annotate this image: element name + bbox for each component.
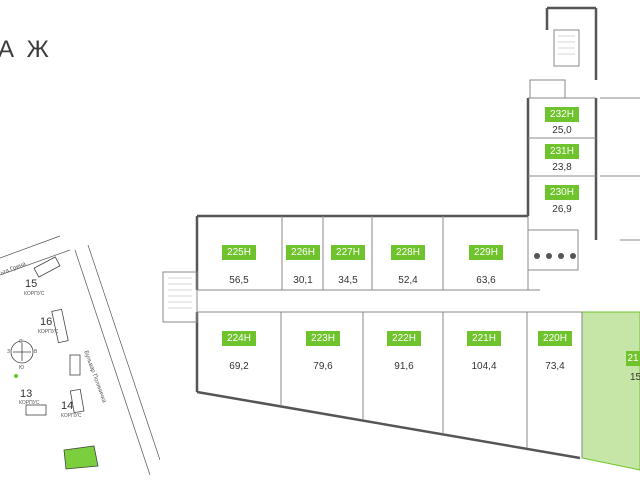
unit-area-227H: 34,5: [338, 275, 358, 286]
unit-area-231H: 23,8: [552, 162, 572, 173]
unit-badge-221H[interactable]: 221H: [467, 331, 501, 346]
building-14-highlight: [63, 445, 99, 470]
building-13-number: 13: [20, 388, 33, 400]
unit-area-220H: 73,4: [545, 361, 565, 372]
building-16-label: КОРПУС: [38, 329, 59, 335]
unit-badge-partial[interactable]: 21: [626, 351, 640, 366]
unit-badge-229H[interactable]: 229H: [469, 245, 503, 260]
unit-area-229H: 63,6: [476, 275, 496, 286]
unit-badge-222H[interactable]: 222H: [387, 331, 421, 346]
unit-area-232H: 25,0: [552, 125, 572, 136]
site-map: [0, 235, 160, 476]
compass-north: С: [19, 339, 23, 345]
floor-title: А Ж: [0, 36, 52, 63]
unit-badge-228H[interactable]: 228H: [391, 245, 425, 260]
unit-area-222H: 91,6: [394, 361, 414, 372]
unit-area-228H: 52,4: [398, 275, 418, 286]
unit-area-221H: 104,4: [471, 361, 497, 372]
unit-badge-227H[interactable]: 227H: [331, 245, 365, 260]
building-13-label: КОРПУС: [19, 400, 40, 406]
building-14-label: КОРПУС: [61, 413, 82, 419]
unit-area-226H: 30,1: [293, 275, 313, 286]
unit-badge-230H[interactable]: 230H: [545, 185, 579, 200]
compass-south: Ю: [19, 365, 25, 371]
building-14-number: 14: [61, 400, 74, 412]
unit-badge-220H[interactable]: 220H: [538, 331, 572, 346]
compass-east: В: [34, 349, 38, 355]
unit-badge-232H[interactable]: 232H: [545, 107, 579, 122]
unit-area-230H: 26,9: [552, 204, 572, 215]
compass-icon: [10, 340, 34, 364]
building-16-number: 16: [40, 316, 53, 328]
building-15-number: 15: [25, 278, 38, 290]
unit-partial-highlight: [581, 311, 640, 471]
unit-badge-226H[interactable]: 226H: [286, 245, 320, 260]
unit-area-224H: 69,2: [229, 361, 249, 372]
unit-badge-225H[interactable]: 225H: [222, 245, 256, 260]
unit-badge-224H[interactable]: 224H: [222, 331, 256, 346]
unit-area-223H: 79,6: [313, 361, 333, 372]
building-15-label: КОРПУС: [24, 291, 45, 297]
unit-badge-223H[interactable]: 223H: [306, 331, 340, 346]
compass-west: З: [7, 349, 11, 355]
unit-area-225H: 56,5: [229, 275, 249, 286]
unit-badge-231H[interactable]: 231H: [545, 144, 579, 159]
unit-area-partial: 15: [630, 372, 640, 383]
